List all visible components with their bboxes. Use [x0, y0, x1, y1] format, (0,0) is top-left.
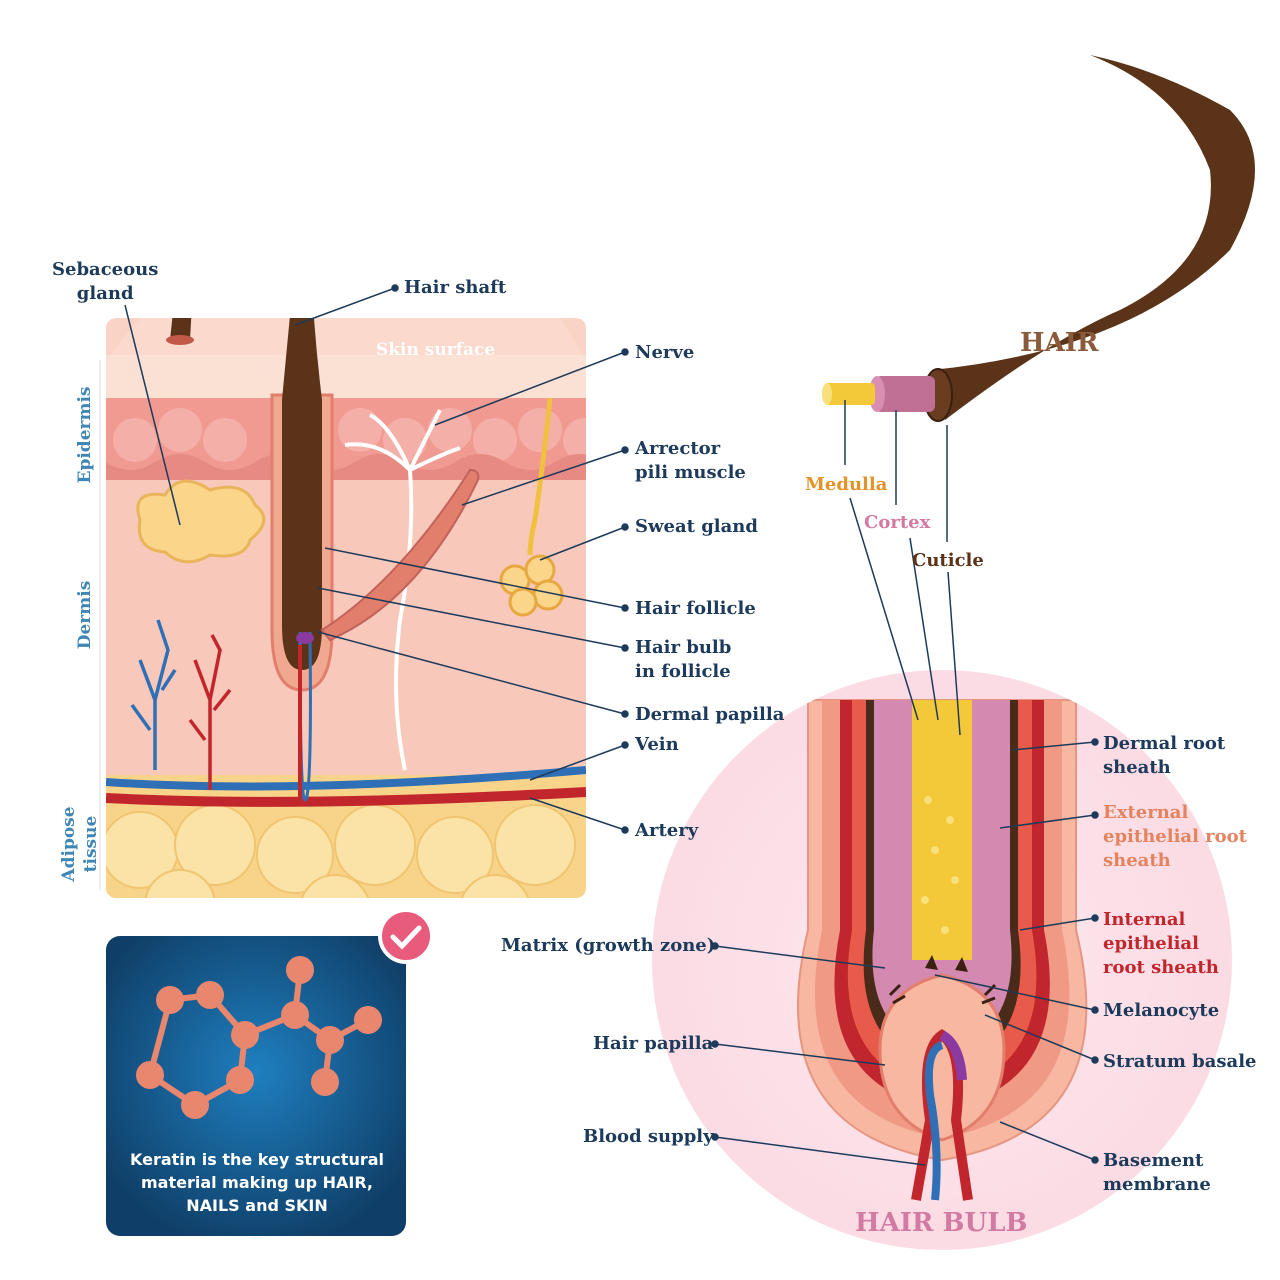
keratin-box	[106, 936, 406, 1236]
hair-strand	[822, 55, 1255, 422]
label-hair-shaft: Hair shaft	[404, 277, 507, 298]
skin-cross-section	[106, 318, 586, 898]
label-dermal-root-sheath: Dermal root sheath	[1103, 733, 1226, 778]
label-hair-bulb-in-follicle: Hair bulb in follicle	[635, 637, 732, 682]
label-stratum-basale: Stratum basale	[1103, 1051, 1257, 1072]
label-epidermis: Epidermis	[75, 386, 95, 484]
label-external-epithelial-root-sheath: External epithelial root sheath	[1103, 802, 1247, 871]
cortex-cylinder	[875, 376, 935, 412]
medulla-cylinder	[825, 383, 875, 405]
label-adipose-tissue: Adipose tissue	[59, 806, 101, 882]
artery-vessel	[106, 787, 586, 807]
hair-shaft-left	[170, 318, 200, 340]
label-skin-surface: Skin surface	[376, 340, 496, 360]
label-dermis: Dermis	[75, 580, 95, 650]
sebaceous-gland-shape	[136, 479, 266, 564]
label-sebaceous-gland: Sebaceous gland	[52, 259, 159, 304]
hair-shaft-main	[282, 318, 322, 400]
keratin-molecule-icon	[136, 956, 382, 1119]
vein-vessel	[106, 766, 586, 791]
title-hair: HAIR	[1020, 328, 1099, 358]
label-internal-epithelial-root-sheath: Internal epithelial root sheath	[1103, 909, 1219, 978]
vein-capillaries	[130, 619, 177, 770]
label-blood-supply: Blood supply	[583, 1126, 714, 1147]
hair-bulb-detail	[796, 699, 1088, 1201]
artery-capillaries	[188, 634, 232, 790]
title-hair-bulb: HAIR BULB	[855, 1208, 1028, 1238]
label-basement-membrane: Basement membrane	[1103, 1150, 1211, 1195]
label-cuticle: Cuticle	[912, 550, 984, 571]
check-circle-icon	[378, 908, 434, 964]
hair-papilla-shape	[878, 973, 1006, 1142]
label-sweat-gland: Sweat gland	[635, 516, 758, 537]
label-nerve: Nerve	[635, 342, 695, 363]
label-dermal-papilla: Dermal papilla	[635, 704, 785, 725]
label-hair-papilla: Hair papilla	[593, 1033, 714, 1054]
label-matrix: Matrix (growth zone)	[501, 935, 716, 956]
keratin-caption: Keratin is the key structural material m…	[130, 1150, 384, 1215]
label-arrector-pili-muscle: Arrector pili muscle	[635, 438, 746, 483]
label-cortex: Cortex	[864, 512, 931, 533]
label-artery: Artery	[635, 820, 699, 841]
label-melanocyte: Melanocyte	[1103, 1000, 1220, 1021]
label-vein: Vein	[635, 734, 679, 755]
label-hair-follicle: Hair follicle	[635, 598, 756, 619]
label-medulla: Medulla	[805, 474, 888, 495]
sweat-duct	[527, 397, 553, 556]
nerve-shape	[344, 409, 461, 771]
